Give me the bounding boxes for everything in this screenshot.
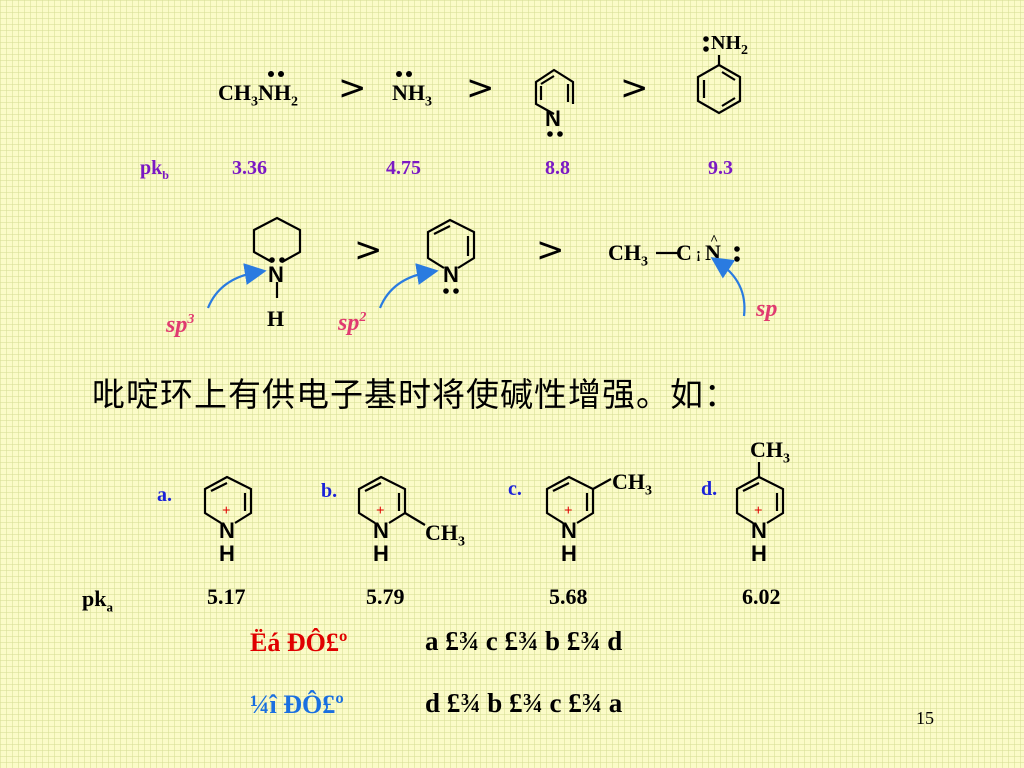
positive-charge: + <box>564 503 573 519</box>
pka-label: pka <box>82 586 113 615</box>
positive-charge: + <box>754 503 763 519</box>
compound-label: a. <box>157 484 172 506</box>
methyl-substituent: CH3 <box>750 437 790 467</box>
nitrile-carbon: C <box>676 240 692 265</box>
pka-value: 5.68 <box>549 584 588 609</box>
basicity-label: ¼î ÐÔ£º <box>250 690 344 719</box>
statement-text: 吡啶环上有供电子基时将使碱性增强。如： <box>92 375 738 414</box>
sp2-label: sp2 <box>338 310 367 336</box>
pyridinium-ring <box>203 475 253 524</box>
methyl-substituent: CH3 <box>425 520 465 550</box>
pka-value: 5.17 <box>207 584 246 609</box>
single-bond <box>656 251 678 255</box>
pyridinium-ring <box>357 475 426 526</box>
pyridine-ring <box>534 68 575 137</box>
pkb-value: 9.3 <box>708 157 733 179</box>
ring-nitrogen: N <box>561 518 577 543</box>
benzene-ring <box>696 55 742 115</box>
methylamine-formula: CH3NH2 <box>218 80 298 110</box>
ring-nitrogen: N <box>268 262 284 287</box>
greater-than-sign: > <box>536 230 565 270</box>
pkb-value: 4.75 <box>386 157 421 179</box>
lone-pair-dots <box>734 246 740 262</box>
greater-than-sign: > <box>466 68 495 108</box>
basicity-order: d £¾ b £¾ c £¾ a <box>425 688 623 718</box>
ring-nitrogen: N <box>545 106 561 131</box>
ring-nitrogen: N <box>751 518 767 543</box>
nitrogen-hydrogen: H <box>561 541 577 566</box>
nitrile-methyl: CH3 <box>608 240 648 270</box>
nitrogen-hydrogen: H <box>267 306 285 331</box>
positive-charge: + <box>222 503 231 519</box>
ring-nitrogen: N <box>373 518 389 543</box>
pka-value: 6.02 <box>742 584 781 609</box>
hat-mark: ^ <box>710 233 719 248</box>
ammonia-formula: NH3 <box>392 80 432 110</box>
compound-label: d. <box>701 478 718 500</box>
greater-than-sign: > <box>354 230 383 270</box>
greater-than-sign: > <box>620 68 649 108</box>
methyl-substituent: CH3 <box>612 469 652 499</box>
ring-nitrogen: N <box>219 518 235 543</box>
pkb-value: 3.36 <box>232 157 267 179</box>
pyridinium-ring <box>545 475 612 524</box>
pka-value: 5.79 <box>366 584 405 609</box>
pyridinium-ring <box>735 462 785 524</box>
lone-pair-dots <box>703 36 709 52</box>
page-number: 15 <box>916 708 934 728</box>
nitrogen-hydrogen: H <box>373 541 389 566</box>
lone-pair-dots <box>396 71 412 77</box>
acidity-order: a £¾ c £¾ b £¾ d <box>425 626 623 656</box>
sp-label: sp <box>756 296 778 322</box>
acidity-label: Ëá ÐÔ£º <box>250 628 348 657</box>
ring-nitrogen: N <box>443 262 459 287</box>
triple-bond-glyph: ¡ <box>696 246 701 262</box>
pkb-value: 8.8 <box>545 157 570 179</box>
positive-charge: + <box>376 503 385 519</box>
compound-label: b. <box>321 480 338 502</box>
aniline-amino-group: NH2 <box>711 32 748 58</box>
nitrogen-hydrogen: H <box>219 541 235 566</box>
nitrogen-hydrogen: H <box>751 541 767 566</box>
pkb-label: pkb <box>140 157 169 182</box>
greater-than-sign: > <box>338 68 367 108</box>
pyridine-ring <box>426 218 476 294</box>
compound-label: c. <box>508 478 522 500</box>
piperidine-ring <box>252 216 302 298</box>
lone-pair-dots <box>268 71 284 77</box>
sp3-label: sp3 <box>166 312 195 338</box>
